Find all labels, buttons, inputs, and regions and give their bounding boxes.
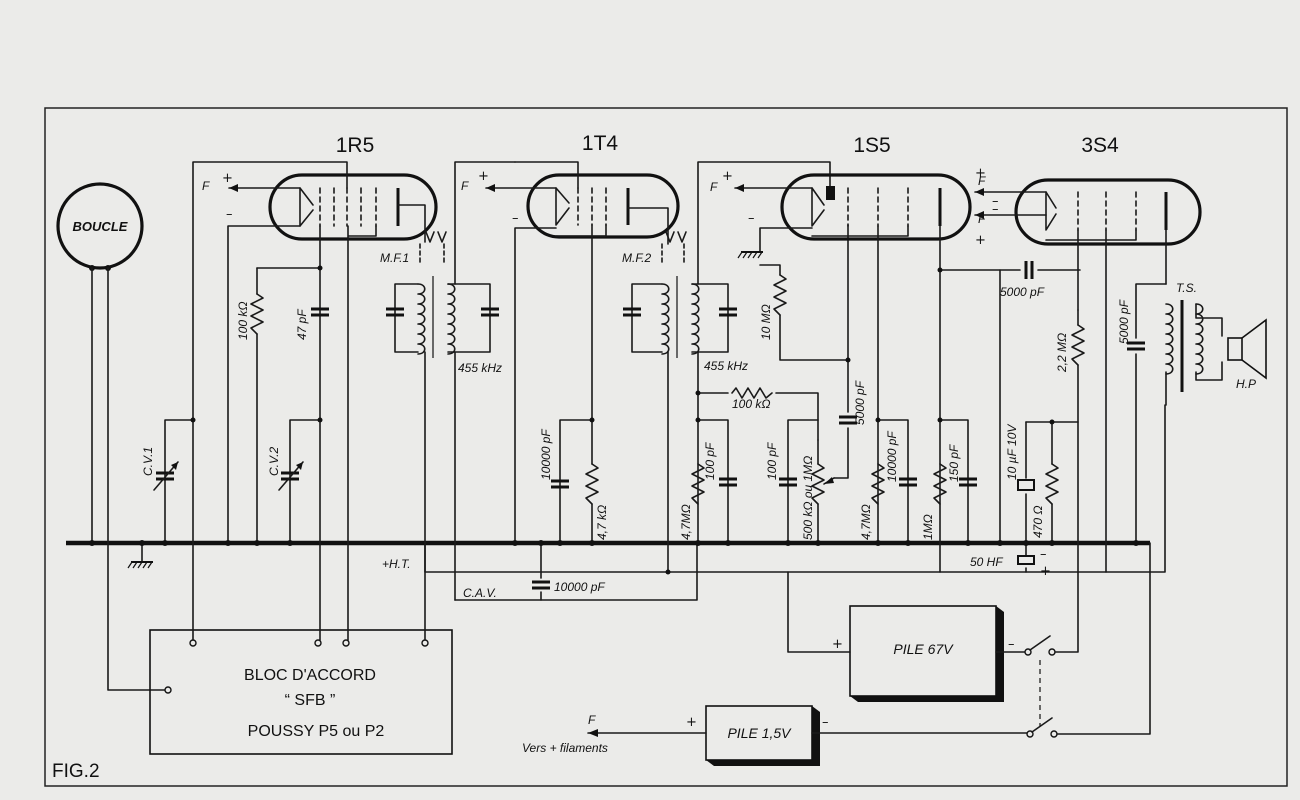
c-100pf-b-label: 100 pF — [765, 442, 779, 480]
c-10000pf-label: 10000 pF — [539, 429, 553, 480]
mf1-label: M.F.1 — [380, 251, 409, 265]
tuning-block-title: BLOC D'ACCORD — [244, 667, 376, 684]
pile-1-5v-label: PILE 1,5V — [727, 725, 792, 741]
plus-sign: + — [975, 166, 986, 181]
tuning-block-ref: POUSSY P5 ou P2 — [248, 723, 385, 740]
f-label-4: F — [978, 174, 986, 188]
tube-1t4-label: 1T4 — [582, 132, 619, 155]
if-transformer-2: M.F.2 455 kHz — [621, 161, 831, 573]
minus-sign: – — [1040, 547, 1047, 562]
c-50hf-label: 50 HF — [970, 555, 1003, 569]
cv2-label: C.V.2 — [267, 447, 281, 476]
c-5000pf-b-label: 5000 pF — [1000, 285, 1045, 299]
tube-1s5: 1S5 — [734, 134, 972, 241]
f-label-1: F — [202, 179, 210, 193]
pot-label: 500 kΩ ou 1MΩ — [801, 456, 815, 540]
c-100pf-a-label: 100 pF — [703, 442, 717, 480]
output-transformer: T.S. — [1165, 281, 1223, 406]
plus-sign: + — [975, 233, 986, 248]
r-470-label: 470 Ω — [1031, 506, 1045, 538]
tube-1r5-label: 1R5 — [336, 134, 375, 157]
c-47pf-label: 47 pF — [295, 309, 309, 340]
ts-label: T.S. — [1176, 281, 1197, 295]
tube-1s5-label: 1S5 — [853, 134, 890, 157]
plus-sign: + — [1040, 564, 1051, 579]
f-label-2: F — [461, 179, 469, 193]
r-10m-label: 10 MΩ — [759, 304, 773, 340]
tuning-block: BLOC D'ACCORD “ SFB ” POUSSY P5 ou P2 — [149, 629, 453, 755]
mf2-label: M.F.2 — [622, 251, 651, 265]
battery-1-5v: PILE 1,5V F + – Vers + filaments — [522, 542, 1151, 766]
r-2m2-label: 2,2 MΩ — [1055, 333, 1069, 373]
plus-sign: + — [832, 637, 843, 652]
plus-sign: + — [222, 171, 233, 186]
tuning-block-model: “ SFB ” — [285, 692, 336, 709]
c-10000pf-b-label: 10000 pF — [885, 431, 899, 482]
c-5000pf-c-label: 5000 pF — [1117, 299, 1131, 344]
r-100k-label: 100 kΩ — [236, 302, 250, 340]
plus-sign: + — [722, 169, 733, 184]
c-cav-label: 10000 pF — [554, 580, 605, 594]
cv1-label: C.V.1 — [141, 447, 155, 476]
ht-label: +H.T. — [382, 557, 411, 571]
c-150pf-label: 150 pF — [947, 444, 961, 482]
minus-sign: – — [992, 194, 999, 209]
tube-1r5: 1R5 — [228, 134, 438, 241]
speaker: H.P — [1227, 318, 1267, 391]
minus-sign: – — [226, 207, 233, 222]
figure-label: FIG.2 — [52, 761, 100, 782]
minus-sign: – — [1008, 637, 1015, 652]
c-10uf-label: 10 µF 10V — [1005, 424, 1019, 480]
bus-junctions — [89, 540, 1139, 546]
mf2-freq-label: 455 kHz — [704, 359, 748, 373]
loop-antenna: BOUCLE — [56, 182, 172, 694]
cav-rail — [454, 544, 698, 601]
f-label-5: F — [978, 212, 986, 226]
loop-antenna-label: BOUCLE — [73, 219, 128, 234]
plus-sign: + — [478, 169, 489, 184]
f-label-3: F — [710, 180, 718, 194]
r-1m-label: 1MΩ — [921, 514, 935, 540]
ht-rail — [424, 404, 1166, 573]
battery-67v: PILE 67V + – — [787, 571, 1079, 702]
f-label-6: F — [588, 713, 596, 727]
pile-67v-label: PILE 67V — [893, 641, 954, 657]
hp-label: H.P — [1236, 377, 1256, 391]
cav-label: C.A.V. — [463, 586, 497, 600]
minus-sign: – — [512, 211, 519, 226]
mf1-freq-label: 455 kHz — [458, 361, 502, 375]
r-4m7-a-label: 4,7MΩ — [679, 504, 693, 540]
r-4m7-b-label: 4,7MΩ — [859, 504, 873, 540]
minus-sign: – — [992, 202, 999, 217]
tube-1t4: 1T4 — [485, 132, 680, 239]
tube-3s4: 3S4 — [1014, 134, 1202, 246]
r-4k7-label: 4,7 kΩ — [595, 505, 609, 540]
plus-sign: + — [686, 715, 697, 730]
minus-sign: – — [822, 715, 829, 730]
if-transformer-1: M.F.1 455 kHz — [380, 161, 516, 641]
filament-note: Vers + filaments — [522, 741, 608, 755]
minus-sign: – — [748, 211, 755, 226]
r-100k-2-label: 100 kΩ — [732, 397, 770, 411]
tube-3s4-label: 3S4 — [1081, 134, 1119, 157]
c-5000pf-a-label: 5000 pF — [853, 380, 867, 425]
figure-frame — [44, 107, 1288, 787]
